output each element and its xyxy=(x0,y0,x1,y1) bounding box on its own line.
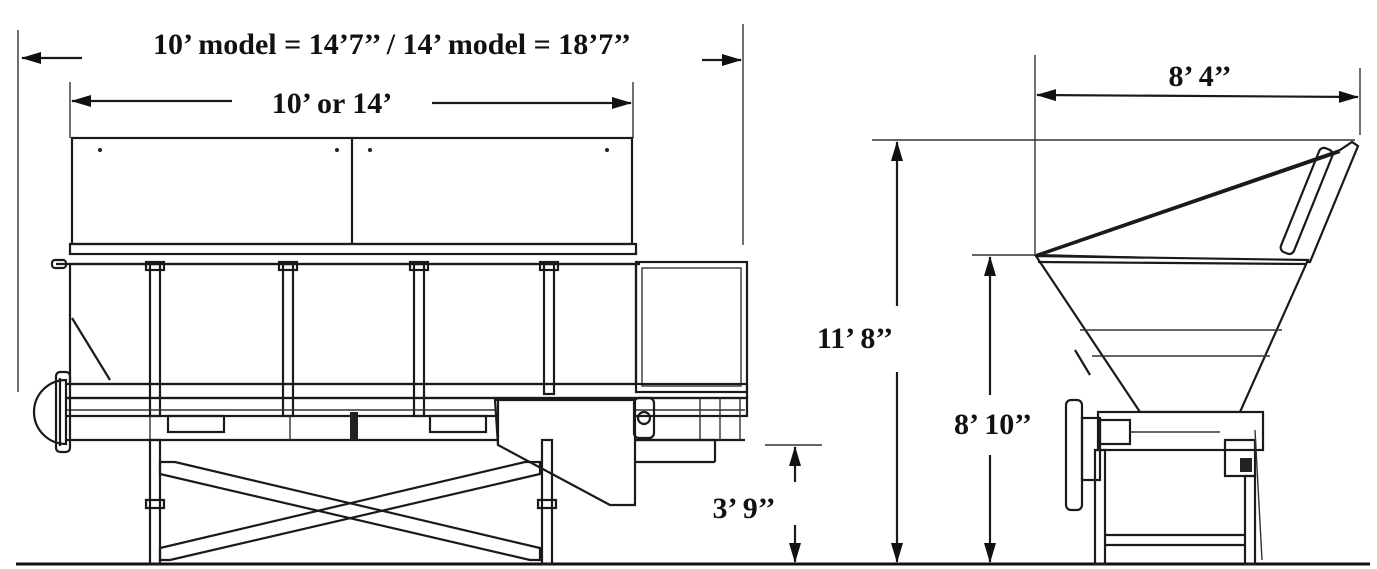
frame-post xyxy=(542,262,556,396)
dim-side-width-arrow xyxy=(1036,89,1359,103)
side-view xyxy=(1033,140,1360,566)
label-hopper-height: 8’ 10’’ xyxy=(954,408,1032,441)
drive-pulley-guard xyxy=(32,378,68,446)
extension-box-inner xyxy=(641,267,742,387)
frame-post xyxy=(412,262,426,418)
label-side-width: 8’ 4’’ xyxy=(1168,60,1231,93)
panel-bolt xyxy=(335,148,339,152)
belt-window xyxy=(166,414,226,434)
frame-post xyxy=(148,262,162,418)
panel-bolt xyxy=(368,148,372,152)
belt-bracket xyxy=(350,412,358,440)
label-overall-length: 10’ model = 14’7’’ / 14’ model = 18’7’’ xyxy=(153,28,631,61)
post-cap xyxy=(538,260,560,272)
frame-post xyxy=(281,262,295,418)
front-view xyxy=(32,136,749,566)
panel-bolt xyxy=(605,148,609,152)
leg-clamp xyxy=(536,498,558,510)
x-brace-a xyxy=(158,460,542,562)
hopper-funnel xyxy=(1033,254,1310,414)
leg-clamp xyxy=(144,498,166,510)
hopper-rim xyxy=(1037,260,1307,266)
post-cap xyxy=(277,260,299,272)
hopper-body xyxy=(68,262,638,386)
label-total-height: 11’ 8’’ xyxy=(817,322,893,355)
label-hopper-length: 10’ or 14’ xyxy=(272,87,393,120)
side-pulley-disc xyxy=(1064,398,1084,512)
side-leg-right xyxy=(1243,474,1257,566)
x-brace-b xyxy=(158,460,542,562)
post-cap xyxy=(144,260,166,272)
discharge-extension-box xyxy=(634,260,749,394)
panel-bolt xyxy=(98,148,102,152)
hopper-end-brace xyxy=(71,317,111,381)
chute-bearing xyxy=(632,396,656,440)
side-leg-left xyxy=(1093,448,1107,566)
hopper-brace xyxy=(1074,349,1091,376)
gear-detail xyxy=(1240,458,1252,472)
side-gear-box xyxy=(1223,438,1257,478)
leg-left xyxy=(148,438,162,566)
dimension-lines xyxy=(17,24,1361,563)
pulley-side xyxy=(54,370,72,454)
belt-window xyxy=(428,414,488,434)
post-cap xyxy=(408,260,430,272)
bearing-bolt xyxy=(636,410,652,426)
label-discharge-height: 3’ 9’’ xyxy=(712,492,775,525)
side-rear-support xyxy=(1254,429,1263,561)
leg-right xyxy=(540,438,554,566)
hopper-top-rail xyxy=(68,242,638,256)
rail-pin xyxy=(50,258,68,270)
conveyor-frame xyxy=(53,396,749,418)
dimension-labels: 10’ model = 14’7’’ / 14’ model = 18’7’’ … xyxy=(153,28,1232,525)
discharge-chute xyxy=(493,398,637,507)
shield-post xyxy=(1279,146,1334,256)
shield-edge xyxy=(1039,150,1341,257)
